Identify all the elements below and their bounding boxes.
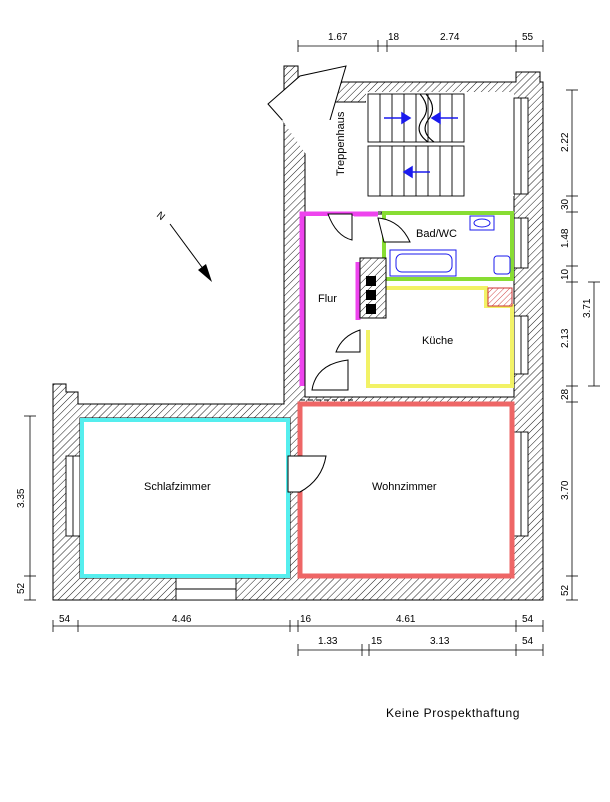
dim-bottom1-2: 16	[300, 614, 312, 625]
room-label-living: Wohnzimmer	[372, 481, 437, 493]
north-label: N	[154, 210, 167, 223]
bath-outline	[382, 211, 514, 281]
dim-bottom2-1: 15	[371, 636, 383, 647]
dim-bottom2-2: 3.13	[430, 636, 450, 647]
dim-right-6: 3.70	[560, 480, 571, 500]
dim-right-total: 3.71	[582, 298, 593, 318]
bedroom-outline	[80, 418, 290, 578]
dim-bottom1-3: 4.61	[396, 614, 416, 625]
doors	[287, 213, 411, 493]
dim-bottom2-3: 54	[522, 636, 534, 647]
dim-top-2: 2.74	[440, 32, 460, 43]
entrance-door	[267, 65, 347, 160]
north-arrow: N	[154, 210, 212, 282]
dim-bottom1-4: 54	[522, 614, 534, 625]
dim-right-5: 28	[560, 388, 571, 400]
dim-bottom1-1: 4.46	[172, 614, 192, 625]
dim-right-3: 10	[560, 268, 571, 280]
stair-direction-arrows	[384, 111, 458, 179]
room-label-stair: Treppenhaus	[335, 111, 347, 176]
dim-top-1: 18	[388, 32, 400, 43]
dim-right-4: 2.13	[560, 328, 571, 348]
room-label-kitchen: Küche	[422, 335, 453, 347]
dim-right-1: 30	[560, 198, 571, 210]
bath-fixtures	[389, 215, 511, 277]
disclaimer-note: Keine Prospekthaftung	[386, 706, 521, 720]
room-label-bath: Bad/WC	[416, 228, 457, 240]
dim-left-0: 3.35	[16, 488, 27, 508]
shafts	[359, 257, 513, 319]
dim-top-3: 55	[522, 32, 534, 43]
hall-outline	[299, 211, 378, 386]
dim-top-0: 1.67	[328, 32, 348, 43]
dim-bottom2-0: 1.33	[318, 636, 338, 647]
dim-left-1: 52	[16, 582, 27, 594]
dim-right-0: 2.22	[560, 132, 571, 152]
windows	[65, 97, 529, 601]
dim-bottom1-0: 54	[59, 614, 71, 625]
dim-right-7: 52	[560, 584, 571, 596]
dim-right-2: 1.48	[560, 228, 571, 248]
dimension-lines	[24, 40, 600, 656]
stairs	[367, 93, 465, 197]
room-label-bedroom: Schlafzimmer	[144, 481, 211, 493]
room-label-hall: Flur	[318, 293, 337, 305]
